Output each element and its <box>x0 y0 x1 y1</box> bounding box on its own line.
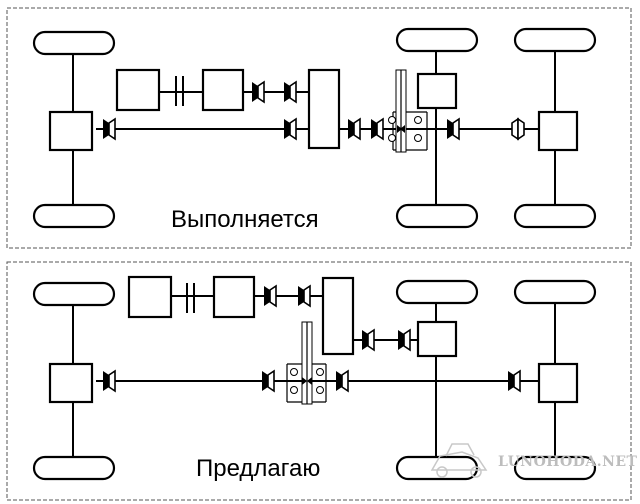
engine <box>127 275 173 319</box>
wheel <box>395 27 479 53</box>
panel-current: Выполняется <box>6 7 632 249</box>
front-axle-differential <box>48 110 94 152</box>
cardan-joint <box>348 117 361 141</box>
cardan-joint <box>511 117 525 141</box>
wheel <box>513 203 597 229</box>
wheel <box>32 455 116 481</box>
inter-axle-differential <box>286 321 327 405</box>
cardan-joint <box>103 369 116 393</box>
panel-frame <box>6 261 632 501</box>
transfer-case <box>307 68 341 150</box>
watermark-car-icon <box>430 443 488 478</box>
cardan-joint <box>284 80 297 104</box>
cardan-joint <box>371 117 384 141</box>
inter-axle-differential <box>388 69 428 153</box>
rear-axle-differential <box>537 362 579 404</box>
cardan-joint <box>103 117 116 141</box>
cardan-joint <box>362 328 375 352</box>
wheel <box>513 455 597 481</box>
panel-frame <box>6 7 632 249</box>
panel-caption: Выполняется <box>171 206 319 233</box>
wheel <box>513 279 597 305</box>
watermark-text: LUNOHODA.NET <box>498 454 638 470</box>
wheel <box>32 203 116 229</box>
cardan-joint <box>284 117 297 141</box>
wheel <box>513 27 597 53</box>
wheel <box>395 455 479 481</box>
cardan-joint <box>398 328 411 352</box>
watermark: LUNOHODA.NET <box>430 443 638 478</box>
wheel <box>395 279 479 305</box>
gearbox <box>212 275 256 319</box>
cardan-joint <box>252 80 265 104</box>
cardan-joint <box>508 369 521 393</box>
rear-axle-differential <box>537 110 579 152</box>
cardan-joint <box>447 117 460 141</box>
transfer-case <box>321 276 355 356</box>
cardan-joint <box>264 284 277 308</box>
gearbox <box>201 68 245 112</box>
front-axle-differential <box>48 362 94 404</box>
wheel <box>395 203 479 229</box>
middle-axle-differential <box>416 320 458 358</box>
cardan-joint <box>262 369 275 393</box>
panel-caption: Предлагаю <box>196 455 320 482</box>
middle-axle-differential <box>416 72 458 110</box>
wheel <box>32 30 116 56</box>
cardan-joint <box>298 284 311 308</box>
engine <box>115 68 161 112</box>
wheel <box>32 281 116 307</box>
cardan-joint <box>336 369 349 393</box>
panel-proposed: Предлагаю LUNOHODA.NET <box>6 261 638 501</box>
